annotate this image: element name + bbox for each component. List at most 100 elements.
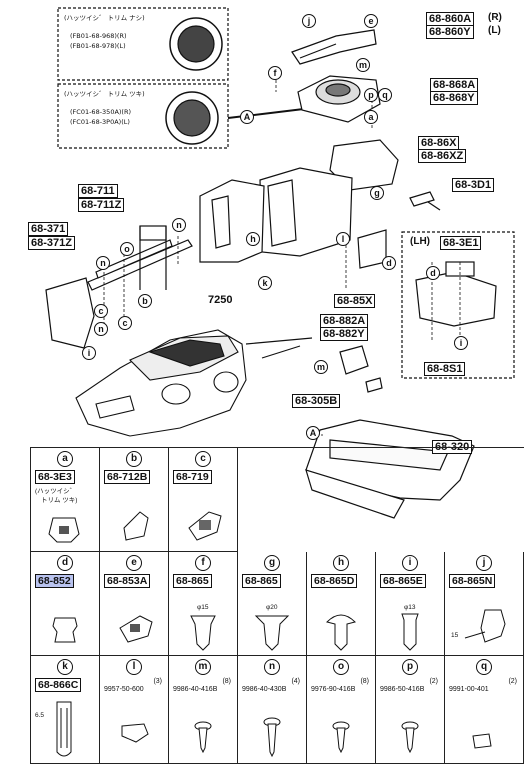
callout-p: p — [364, 88, 378, 102]
table-cell-q: q (2) 9991-00-401 — [445, 656, 524, 764]
part-label-68-882a: 68-882A — [320, 314, 369, 328]
cell-letter: k — [57, 659, 73, 675]
part-label-68-3e1: 68-3E1 — [440, 236, 482, 250]
cell-dimension: φ20 — [266, 604, 278, 611]
table-cell-a: a 68-3E3 (ハッツイシ゛ トリム ツキ) — [31, 448, 100, 552]
part-label-68-860a: 68-860A — [426, 12, 475, 26]
speaker-cover-inset-bottom — [57, 83, 229, 149]
side-trim-panel — [199, 139, 399, 263]
leader-line — [245, 337, 313, 345]
cell-letter: j — [476, 555, 492, 571]
callout-n-3: n — [94, 322, 108, 336]
cell-quantity: (8) — [360, 678, 369, 685]
cell-part-number: 68-3E3 — [35, 470, 75, 484]
cell-letter: l — [126, 659, 142, 675]
cell-part-number: 68-719 — [173, 470, 212, 484]
cell-note-1: (ハッツイシ゛ — [35, 488, 77, 495]
suffix-l: (L) — [488, 25, 501, 36]
cell-part-number: 9986-40-416B — [173, 686, 218, 693]
table-cell-p: p (2) 9986-50-416B — [376, 656, 445, 764]
callout-n-2: n — [96, 256, 110, 270]
table-cell-l: l (3) 9957-50-600 — [100, 656, 169, 764]
speaker-note-none-r: (FB01-68-968)(R) — [70, 32, 127, 40]
callout-m-2: m — [314, 360, 328, 374]
door-trim-strip — [45, 225, 193, 349]
cell-letter: n — [264, 659, 280, 675]
callout-a: a — [364, 110, 378, 124]
callout-i-2: i — [454, 336, 468, 350]
table-cell-e: e 68-853A — [100, 552, 169, 656]
cell-dimension: 15 — [451, 632, 459, 639]
cell-quantity: (2) — [508, 678, 517, 685]
part-label-68-868a: 68-868A — [430, 78, 479, 92]
cell-part-number: 68-865N — [449, 574, 496, 588]
cell-dimension: 6.5 — [35, 712, 45, 719]
cell-letter: d — [57, 555, 73, 571]
cell-letter: e — [126, 555, 142, 571]
callout-c-2: c — [118, 316, 132, 330]
callout-A-top: A — [240, 110, 254, 124]
callout-q: q — [378, 88, 392, 102]
cell-letter: b — [126, 451, 142, 467]
speaker-cover-inset-top — [57, 7, 229, 81]
callout-l: l — [336, 232, 350, 246]
cell-part-number: 68-865E — [380, 574, 426, 588]
bracket-assembly — [357, 229, 515, 379]
part-label-68-85x: 68-85X — [334, 294, 376, 308]
callout-A-bottom: A — [306, 426, 320, 440]
suffix-r: (R) — [488, 12, 502, 23]
table-cell-b: b 68-712B — [100, 448, 169, 552]
callout-j: j — [302, 14, 316, 28]
table-cell-i: i 68-865E φ13 — [376, 552, 445, 656]
cell-part-number: 68-852 — [35, 574, 74, 588]
part-label-68-882y: 68-882Y — [320, 327, 368, 341]
callout-h: h — [246, 232, 260, 246]
table-cell-h: h 68-865D — [307, 552, 376, 656]
callout-g: g — [370, 186, 384, 200]
part-label-68-860y: 68-860Y — [426, 25, 474, 39]
speaker-housing — [297, 75, 381, 123]
cell-letter: g — [264, 555, 280, 571]
speaker-note-none: (ハッツイシ゛ トリム ナシ) — [64, 14, 145, 22]
speaker-note-none-l: (FB01-68-978)(L) — [70, 42, 126, 50]
cell-quantity: (3) — [153, 678, 162, 685]
table-cell-c: c 68-719 — [169, 448, 238, 552]
cell-letter: o — [333, 659, 349, 675]
callout-c-1: c — [94, 304, 108, 318]
table-cell-o: o (8) 9976-90-416B — [307, 656, 376, 764]
table-cell-m: m (8) 9986-40-416B — [169, 656, 238, 764]
cell-part-number: 68-712B — [104, 470, 151, 484]
table-cell-g: g 68-865 φ20 — [238, 552, 307, 656]
part-label-68-711: 68-711 — [78, 184, 118, 198]
callout-k: k — [258, 276, 272, 290]
cell-letter: p — [402, 659, 418, 675]
cell-quantity: (8) — [222, 678, 231, 685]
table-cell-j: j 68-865N 15 — [445, 552, 524, 656]
clip-part — [409, 191, 435, 207]
cell-letter: m — [195, 659, 211, 675]
cell-note-2: トリム ツキ) — [41, 497, 78, 504]
part-label-68-86xz: 68-86XZ — [418, 149, 467, 163]
cell-part-number: 68-853A — [104, 574, 151, 588]
cell-letter: c — [195, 451, 211, 467]
callout-e: e — [364, 14, 378, 28]
part-label-68-711z: 68-711Z — [78, 198, 125, 212]
part-label-7250: 7250 — [208, 294, 233, 306]
table-cell-k: k 68-866C 6.5 — [31, 656, 100, 764]
callout-n-1: n — [172, 218, 186, 232]
part-label-68-371z: 68-371Z — [28, 236, 75, 250]
cell-letter: a — [57, 451, 73, 467]
callout-d: d — [382, 256, 396, 270]
cell-part-number: 68-865 — [173, 574, 212, 588]
cell-part-number: 9976-90-416B — [311, 686, 356, 693]
car-illustration — [75, 329, 301, 437]
callout-f: f — [268, 66, 282, 80]
rear-trim-strip — [291, 29, 377, 65]
mounting-bracket — [339, 345, 383, 393]
cell-letter: f — [195, 555, 211, 571]
table-cell-n: n (4) 9986-40-430B — [238, 656, 307, 764]
cell-letter: q — [476, 659, 492, 675]
cell-part-number: 68-866C — [35, 678, 82, 692]
callout-i: i — [82, 346, 96, 360]
